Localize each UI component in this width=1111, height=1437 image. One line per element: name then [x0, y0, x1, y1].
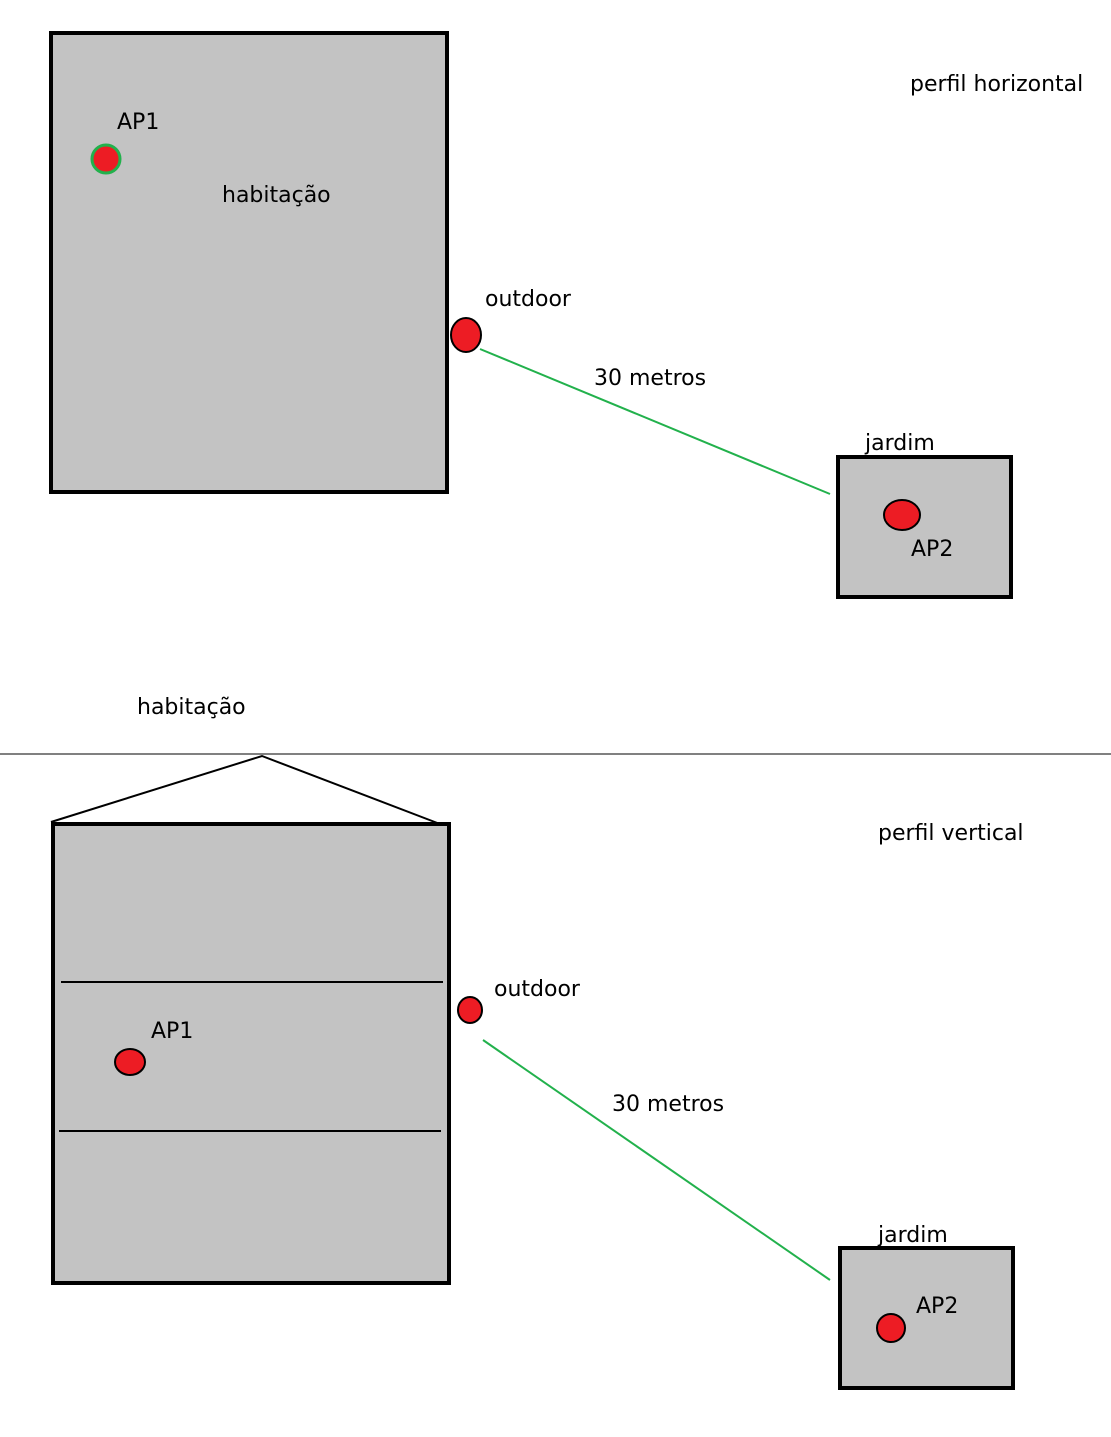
outdoor-marker-vertical [457, 996, 483, 1024]
link-line-horizontal [479, 348, 831, 495]
distance-label-horizontal: 30 metros [594, 366, 706, 391]
garden-box-vertical [838, 1246, 1015, 1390]
horizontal-profile-title: perfil horizontal [910, 72, 1083, 97]
link-line-vertical [482, 1039, 831, 1281]
garden-label-horizontal: jardim [864, 431, 935, 456]
vertical-profile: habitação perfil vertical AP1 outdoor 30… [50, 695, 1024, 1390]
ap2-label-vertical: AP2 [916, 1294, 958, 1319]
house-label-vertical: habitação [137, 695, 246, 720]
horizontal-profile: perfil horizontal habitação AP1 outdoor … [49, 31, 1083, 599]
vertical-profile-title: perfil vertical [878, 821, 1024, 846]
ap1-label-vertical: AP1 [151, 1019, 193, 1044]
outdoor-marker-horizontal [450, 317, 482, 353]
garden-box-horizontal [836, 455, 1013, 599]
garden-label-vertical: jardim [877, 1223, 948, 1248]
outdoor-label-horizontal: outdoor [485, 287, 572, 312]
ap2-marker-vertical [876, 1313, 906, 1343]
ap1-label-horizontal: AP1 [117, 110, 159, 135]
ap2-marker-horizontal [883, 499, 921, 531]
house-roof [50, 754, 441, 825]
distance-label-vertical: 30 metros [612, 1092, 724, 1117]
house-label-horizontal: habitação [222, 183, 331, 208]
house-box-horizontal [49, 31, 449, 494]
ap2-label-horizontal: AP2 [911, 537, 953, 562]
house-box-vertical [51, 822, 451, 1285]
ap1-marker-horizontal [90, 143, 122, 175]
outdoor-label-vertical: outdoor [494, 977, 581, 1002]
ap1-marker-vertical [114, 1048, 146, 1076]
